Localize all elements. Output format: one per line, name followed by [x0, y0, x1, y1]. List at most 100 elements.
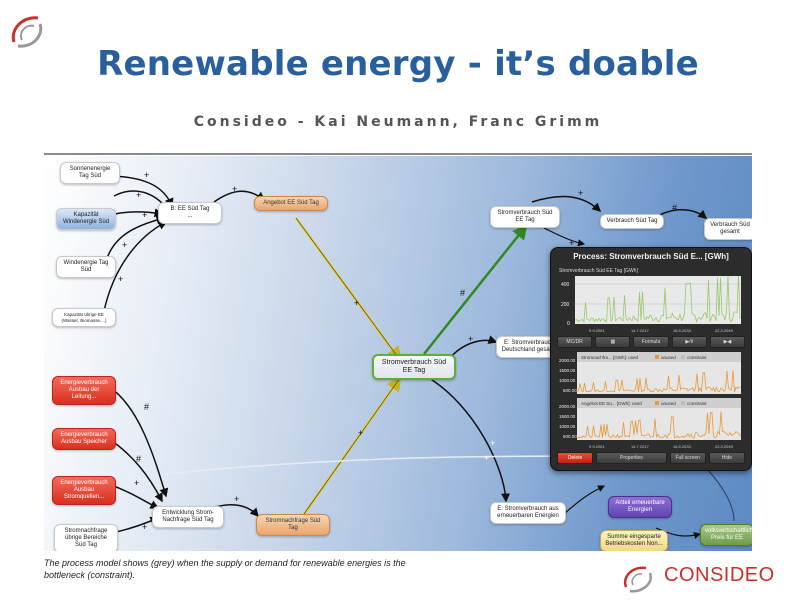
- link: [531, 195, 602, 213]
- play-pause-button[interactable]: ▶/Ⅱ: [671, 336, 707, 348]
- series-line: [576, 411, 741, 440]
- series-line: [574, 276, 741, 323]
- node-verbrauch-sued[interactable]: Verbrauch Süd Tag: [600, 214, 664, 229]
- bot-chart: Angebot EE Sü... [GWh]: used unused cons…: [559, 398, 741, 449]
- link-plus-label: +: [490, 438, 495, 448]
- link: [563, 485, 606, 515]
- bot-legend-used: Angebot EE Sü... [GWh]: used: [581, 401, 642, 406]
- link-plus-label: +: [122, 240, 127, 250]
- mid-chart: Stromnachfra... [GWh]: used unused const…: [559, 352, 741, 394]
- consideo-logo-icon: [11, 16, 43, 48]
- y-tick: 0: [567, 321, 570, 327]
- link-plus-label: +: [232, 184, 237, 194]
- x-tick: 14.7.2017: [631, 328, 650, 333]
- mcdr-button[interactable]: MC/DR: [557, 336, 593, 348]
- full-screen-button[interactable]: Full screen: [669, 452, 706, 464]
- node-center[interactable]: Stromverbrauch Süd EE Tag: [372, 354, 456, 380]
- hide-button[interactable]: Hide: [708, 452, 746, 464]
- node-energieverbrauch-stromquellen[interactable]: Energieverbrauch Ausbau Stromquellen...: [52, 476, 116, 505]
- link-plus-label: +: [142, 210, 147, 220]
- legend-swatch: [655, 401, 659, 405]
- link: [103, 221, 168, 312]
- link-plus-label: +: [134, 478, 139, 488]
- series-line: [576, 370, 741, 393]
- node-entwicklung[interactable]: Entwicklung Strom-Nachfrage Süd Tag: [152, 506, 224, 528]
- y-tick: 1500.00: [559, 368, 576, 373]
- node-stromnachfrage-uebrige[interactable]: Stromnachfrage übrige Bereiche Süd Tag: [54, 524, 118, 551]
- table-view-button[interactable]: ▦: [595, 336, 631, 348]
- link: [655, 527, 702, 539]
- link-plus-label: +: [144, 170, 149, 180]
- delete-button[interactable]: Delete: [557, 452, 594, 464]
- process-panel[interactable]: Process: Stromverbrauch Süd E... [GWh] S…: [550, 247, 752, 471]
- node-kapazitaet-uebrige[interactable]: Kapazität übrige EE (Wasser, Biomasse,..…: [52, 308, 116, 327]
- link: [105, 215, 166, 262]
- link-double-bar: #: [460, 288, 465, 298]
- node-energieverbrauch-leitung[interactable]: Energieverbrauch Ausbau der Leitung...: [52, 376, 116, 405]
- model-canvas[interactable]: + + + + + + + + # + + + # + # # + + + + …: [44, 156, 752, 551]
- y-tick: 1000.00: [559, 378, 576, 383]
- panel-toolbar-top: MC/DR ▦ Formula ▶/Ⅱ ▶◀: [557, 336, 746, 348]
- mid-legend-constraint: constraint: [687, 355, 707, 360]
- y-tick: 1000.00: [559, 424, 576, 429]
- x-tick: 9.9.2001: [589, 444, 605, 449]
- panel-title: Process: Stromverbrauch Süd E... [GWh]: [573, 252, 729, 261]
- mid-legend-unused: unused: [661, 355, 676, 360]
- page-title: Renewable energy - it’s doable: [97, 44, 699, 84]
- node-volkswirtschaftlicher[interactable]: volkswirtschaftlicher Preis für EE: [700, 524, 752, 546]
- y-tick: 2000.00: [559, 404, 576, 409]
- node-windenergie[interactable]: Windenergie Tag Süd: [56, 256, 116, 278]
- link-plus-label: +: [484, 453, 489, 463]
- brand-name: CONSIDEO: [664, 564, 775, 586]
- properties-button[interactable]: Properties: [596, 452, 667, 464]
- x-tick: 14.7.2017: [631, 444, 650, 449]
- node-stromnachfrage[interactable]: Stromnachfrage Süd Tag: [256, 514, 330, 536]
- play-pause-icon: ▶/Ⅱ: [685, 339, 694, 345]
- y-tick: 1500.00: [559, 414, 576, 419]
- divider: [44, 153, 752, 155]
- page-subtitle: Consideo - Kai Neumann, Franc Grimm: [193, 114, 603, 130]
- x-tick: 18.5.2033: [673, 444, 692, 449]
- link-plus-label: +: [136, 190, 141, 200]
- node-e-deutschland[interactable]: E: Stromverbrauch Deutschland gesamt: [496, 336, 562, 358]
- bot-legend-constraint: constraint: [687, 401, 707, 406]
- caption: The process model shows (grey) when the …: [44, 558, 406, 580]
- link-double-bar: #: [136, 454, 141, 464]
- node-verbrauch-gesamt[interactable]: Verbrauch Süd gesamt: [704, 218, 752, 240]
- link-plus-label: +: [569, 238, 574, 248]
- legend-swatch: [681, 355, 685, 359]
- x-tick: 22.3.2049: [715, 444, 734, 449]
- y-tick: 500.00: [563, 434, 577, 439]
- link: [107, 437, 163, 503]
- link: [428, 377, 511, 503]
- legend-swatch: [681, 401, 685, 405]
- panel-legend: Stromverbrauch Süd EE Tag [GWh]: [559, 268, 638, 274]
- step-icon: ▶◀: [723, 339, 732, 345]
- node-anteil[interactable]: Anteil erneuerbare Energien: [608, 496, 672, 518]
- node-kapazitaet-wind[interactable]: Kapazität Windenergie Süd: [56, 208, 116, 230]
- link: [423, 224, 528, 355]
- link-plus-label: +: [354, 298, 359, 308]
- node-b-ee[interactable]: B: EE Süd Tag...: [158, 202, 222, 224]
- node-sonnenenergie[interactable]: Sonnenenergie Tag Süd: [60, 162, 120, 184]
- node-stromverbrauch-ee[interactable]: Stromverbrauch Süd EE Tag: [490, 206, 560, 228]
- link: [701, 463, 735, 522]
- link: [163, 455, 605, 475]
- link-double-bar: #: [672, 203, 677, 213]
- node-e-stromverbrauch[interactable]: E: Stromverbrauch aus erneuerbaren Energ…: [490, 502, 566, 524]
- table-icon: ▦: [610, 339, 616, 345]
- legend-swatch: [655, 355, 659, 359]
- mid-legend-used: Stromnachfra... [GWh]: used: [581, 355, 639, 360]
- y-tick: 2000.00: [559, 358, 576, 363]
- link-plus-label: +: [578, 188, 583, 198]
- formula-button[interactable]: Formula: [633, 336, 669, 348]
- link-plus-label: +: [234, 494, 239, 504]
- node-summe[interactable]: Summe eingesparte Betriebskosten Non...: [600, 530, 668, 551]
- step-button[interactable]: ▶◀: [709, 336, 746, 348]
- node-angebot[interactable]: Angebot EE Süd Tag: [254, 196, 328, 211]
- link: [543, 227, 586, 247]
- node-energieverbrauch-speicher[interactable]: Energieverbrauch Ausbau Speicher: [52, 428, 116, 450]
- x-tick: 18.5.2033: [673, 328, 692, 333]
- top-chart: 400 200 0 9.9.2001 14.7.2017 18.5.2033 2…: [561, 276, 741, 333]
- y-tick: 200: [561, 302, 570, 308]
